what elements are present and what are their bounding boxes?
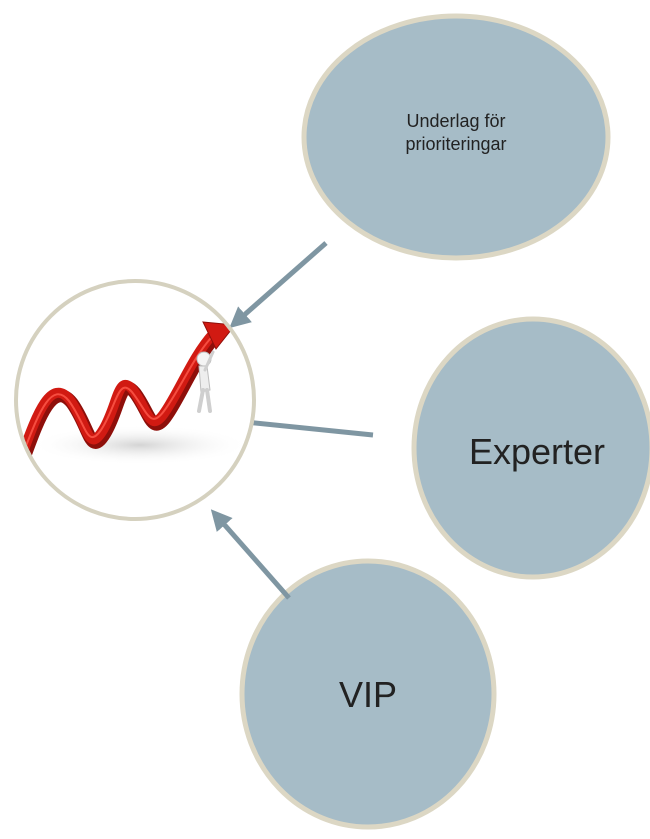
- node-underlag: Underlag för prioriteringar: [301, 13, 611, 261]
- node-vip-circle: [239, 558, 497, 830]
- rising-red-arrow-chart-with-figure-icon: [18, 321, 250, 465]
- arrow-from-vip: [210, 509, 291, 600]
- node-vip-label: VIP: [339, 674, 397, 715]
- center-image-circle: [14, 279, 256, 521]
- node-underlag-circle: [301, 13, 611, 261]
- arrow-from-underlag: [229, 241, 328, 329]
- node-experter-circle: [411, 316, 650, 580]
- arrow-from-experter: [229, 412, 374, 438]
- node-experter: Experter: [411, 316, 650, 580]
- node-underlag-label-line2: prioriteringar: [405, 134, 506, 154]
- node-vip: VIP: [239, 558, 497, 830]
- node-experter-label: Experter: [469, 431, 605, 472]
- node-underlag-label-line1: Underlag för: [406, 111, 505, 131]
